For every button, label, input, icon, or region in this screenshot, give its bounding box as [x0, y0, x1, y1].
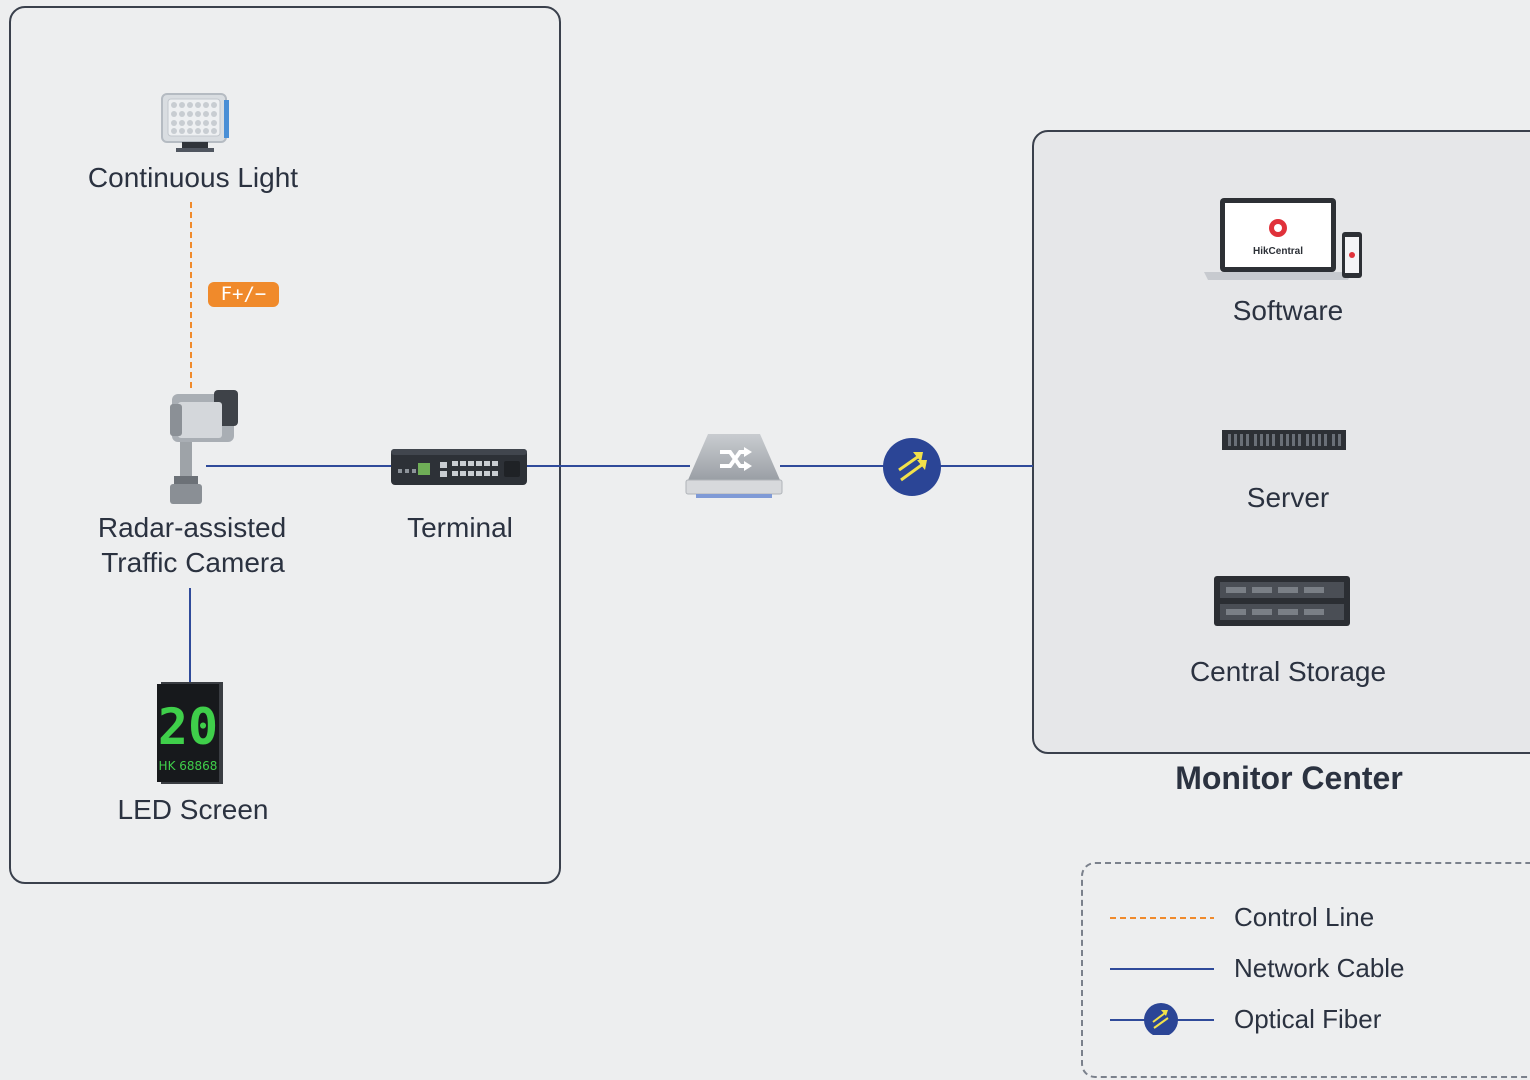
control-badge: F+/−	[208, 282, 279, 307]
site-panel	[9, 6, 561, 884]
switch-icon	[685, 434, 783, 498]
continuous-light-icon	[161, 93, 229, 152]
led-screen-icon: 20 HK 68868	[157, 682, 223, 784]
legend-swatches	[1110, 917, 1214, 1035]
server-icon	[1222, 430, 1346, 450]
traffic-camera-icon	[170, 390, 238, 504]
traffic-camera-label-line1: Radar-assisted	[97, 512, 287, 543]
server-label: Server	[1246, 482, 1330, 513]
central-storage-icon	[1214, 576, 1350, 626]
optical-fiber-icon	[883, 438, 941, 496]
continuous-light-label: Continuous Light	[87, 162, 299, 193]
legend-control-line-label: Control Line	[1234, 902, 1375, 932]
terminal-icon	[391, 449, 527, 485]
software-brand: HikCentral	[1253, 246, 1303, 257]
led-digits: 20	[158, 698, 218, 756]
traffic-camera-label-line2: Traffic Camera	[101, 547, 285, 578]
led-screen-label: LED Screen	[117, 794, 269, 825]
software-label: Software	[1232, 295, 1344, 326]
legend-panel	[1081, 862, 1530, 1078]
central-storage-label: Central Storage	[1189, 656, 1387, 687]
led-plate: HK 68868	[159, 759, 218, 773]
legend-optical-fiber-label: Optical Fiber	[1234, 1004, 1382, 1034]
monitor-center-title: Monitor Center	[1175, 760, 1403, 796]
software-icon: HikCentral	[1204, 198, 1362, 280]
terminal-label: Terminal	[407, 512, 513, 543]
legend-network-cable-label: Network Cable	[1234, 953, 1405, 983]
legend-optical-fiber-swatch	[1144, 1003, 1178, 1035]
